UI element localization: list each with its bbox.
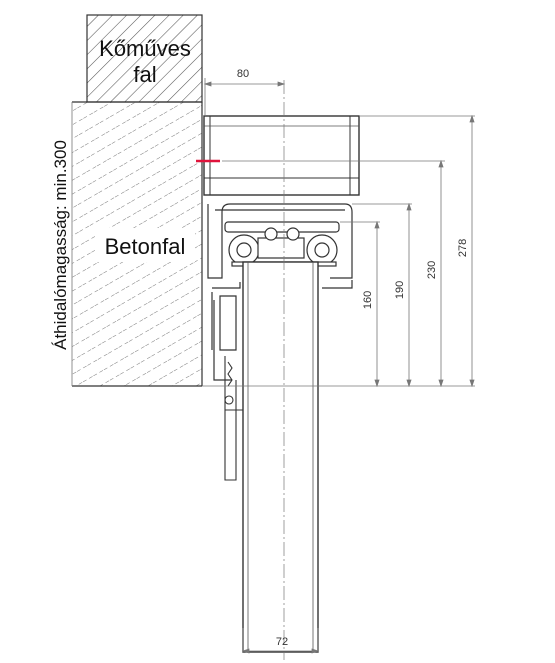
dim-lines-right: [202, 114, 475, 388]
dim-72: [241, 628, 320, 654]
concrete-label-bg: [95, 228, 195, 262]
masonry-wall-label-line2: fal: [133, 62, 156, 87]
concrete-wall-label: Betonfal: [105, 234, 186, 259]
trolley: [224, 221, 340, 267]
opening-height-label: Áthidalómagasság: min.300: [51, 140, 70, 350]
dim-72-label: 72: [276, 636, 288, 648]
rail-profile: [207, 203, 353, 381]
dim-190-label: 190: [394, 281, 406, 299]
dim-230-label: 230: [426, 261, 438, 279]
dim-80: [203, 78, 286, 116]
side-bracket: [224, 356, 243, 481]
dim-80-label: 80: [237, 68, 249, 80]
masonry-wall: [86, 14, 203, 103]
top-housing: [203, 115, 360, 196]
door-leaf: [242, 261, 319, 653]
dim-160-label: 160: [362, 291, 374, 309]
dim-278-label: 278: [457, 239, 469, 257]
masonry-wall-label-line1: Kőműves: [99, 36, 191, 61]
